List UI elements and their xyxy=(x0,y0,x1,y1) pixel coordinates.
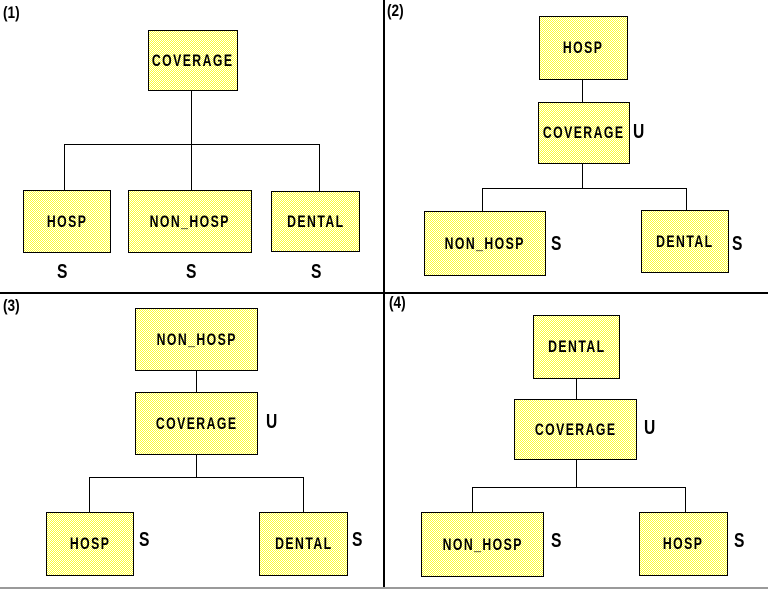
quadrant-divider-horizontal xyxy=(0,292,768,294)
node-label: NON_HOSP xyxy=(149,211,231,231)
annotation-s: S xyxy=(57,261,68,283)
node-dental: DENTAL xyxy=(641,210,729,273)
node-label: COVERAGE xyxy=(152,50,234,70)
node-coverage: COVERAGE xyxy=(148,30,238,91)
edge-top-stem xyxy=(576,379,577,399)
annotation-s: S xyxy=(139,529,150,551)
edge-branch-horizontal xyxy=(89,477,304,478)
annotation-u: U xyxy=(644,417,656,439)
edge-branch-left xyxy=(482,188,483,211)
node-label: DENTAL xyxy=(274,534,333,553)
node-label: DENTAL xyxy=(547,337,606,356)
panel-4-number: (4) xyxy=(389,293,406,312)
annotation-s: S xyxy=(186,261,197,283)
edge-branch-horizontal xyxy=(64,144,320,145)
quadrant-divider-vertical xyxy=(383,0,385,589)
edge-top-stem xyxy=(196,371,197,392)
bottom-window-edge xyxy=(0,587,768,589)
annotation-s: S xyxy=(551,233,562,255)
node-label: HOSP xyxy=(663,534,704,553)
annotation-s: S xyxy=(732,233,743,255)
panel-1-number: (1) xyxy=(3,3,20,22)
node-label: COVERAGE xyxy=(155,413,238,433)
edge-root-stem xyxy=(582,164,583,189)
node-label: COVERAGE xyxy=(543,123,625,142)
node-label: NON_HOSP xyxy=(156,329,237,349)
edge-branch-right xyxy=(319,144,320,191)
edge-root-stem xyxy=(576,460,577,487)
node-dental: DENTAL xyxy=(259,512,348,576)
node-label: COVERAGE xyxy=(534,419,617,439)
edge-branch-right xyxy=(685,487,686,513)
node-label: NON_HOSP xyxy=(442,534,523,554)
node-non-hosp: NON_HOSP xyxy=(135,308,258,371)
annotation-s: S xyxy=(311,261,322,283)
node-hosp: HOSP xyxy=(539,16,628,80)
node-label: NON_HOSP xyxy=(444,233,526,253)
node-dental: DENTAL xyxy=(533,315,620,379)
panel-2-number: (2) xyxy=(387,1,404,20)
edge-branch-horizontal xyxy=(472,487,686,488)
edge-branch-right xyxy=(303,477,304,513)
annotation-u: U xyxy=(633,121,645,143)
annotation-s: S xyxy=(734,530,745,552)
node-hosp: HOSP xyxy=(639,512,728,576)
node-label: HOSP xyxy=(563,38,604,57)
annotation-s: S xyxy=(551,530,562,552)
node-non-hosp: NON_HOSP xyxy=(128,190,252,253)
node-label: HOSP xyxy=(69,534,111,553)
panel-3-number: (3) xyxy=(3,296,20,315)
node-label: DENTAL xyxy=(286,211,345,231)
node-coverage: COVERAGE xyxy=(538,102,630,164)
edge-branch-right xyxy=(686,188,687,211)
annotation-u: U xyxy=(266,411,278,433)
node-coverage: COVERAGE xyxy=(514,399,637,460)
edge-root-stem xyxy=(196,455,197,478)
annotation-s: S xyxy=(352,529,363,551)
edge-branch-horizontal xyxy=(482,188,687,189)
node-hosp: HOSP xyxy=(23,190,111,253)
node-non-hosp: NON_HOSP xyxy=(424,211,546,276)
node-label: HOSP xyxy=(46,211,88,231)
node-label: DENTAL xyxy=(656,231,714,251)
node-hosp: HOSP xyxy=(46,512,134,576)
edge-branch-left xyxy=(472,487,473,513)
node-coverage: COVERAGE xyxy=(135,392,258,455)
edge-root-stem xyxy=(191,91,192,190)
node-non-hosp: NON_HOSP xyxy=(421,512,544,577)
edge-top-stem xyxy=(582,80,583,102)
edge-branch-left xyxy=(89,477,90,513)
edge-branch-left xyxy=(64,144,65,190)
node-dental: DENTAL xyxy=(271,191,360,252)
